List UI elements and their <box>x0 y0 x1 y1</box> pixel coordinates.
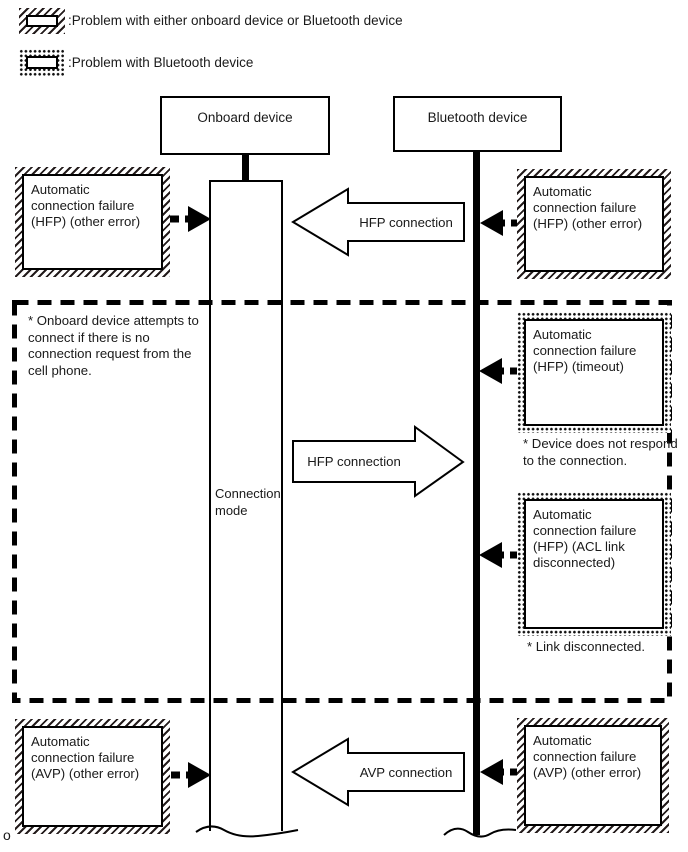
errbox-bluetooth-avp-other-error-text: Automatic connection failure (AVP) (othe… <box>524 725 662 826</box>
errbox-bluetooth-hfp-other-error-text: Automatic connection failure (HFP) (othe… <box>524 176 664 272</box>
legend-swatch-dotted <box>19 49 65 76</box>
fault-arrowhead-onboard-avp <box>188 762 211 788</box>
fault-arrowhead-bluetooth-hfp <box>480 210 503 236</box>
legend-label-dotted: :Problem with Bluetooth device <box>68 55 254 70</box>
bluetooth-lifeline-break-wave <box>443 827 517 838</box>
actor-bluetooth-device: Bluetooth device <box>393 96 562 152</box>
errbox-bluetooth-hfp-acl: Automatic connection failure (HFP) (ACL … <box>517 492 671 636</box>
bluetooth-lifeline <box>473 150 480 835</box>
errbox-bluetooth-avp-other-error: Automatic connection failure (AVP) (othe… <box>517 718 669 833</box>
connection-mode-label: Connection mode <box>215 486 281 518</box>
errbox-onboard-hfp-other-error-text: Automatic connection failure (HFP) (othe… <box>22 174 163 270</box>
fault-arrowhead-onboard-hfp <box>188 206 211 232</box>
note-device-no-response: * Device does not respond to the connect… <box>523 436 678 468</box>
errbox-bluetooth-hfp-acl-text: Automatic connection failure (HFP) (ACL … <box>524 499 664 629</box>
fault-arrowhead-bluetooth-avp <box>480 759 503 785</box>
hfp-top-arrow-label: HFP connection <box>359 214 453 230</box>
onboard-lifeline-stub <box>242 153 249 182</box>
legend-swatch-hatched <box>19 8 65 34</box>
errbox-onboard-hfp-other-error: Automatic connection failure (HFP) (othe… <box>15 167 170 277</box>
errbox-onboard-avp-other-error: Automatic connection failure (AVP) (othe… <box>15 719 170 834</box>
hfp-middle-arrow-label: HFP connection <box>307 454 401 469</box>
errbox-bluetooth-hfp-other-error: Automatic connection failure (HFP) (othe… <box>517 169 671 279</box>
avp-bottom-arrow-label: AVP connection <box>359 764 453 780</box>
errbox-bluetooth-hfp-timeout: Automatic connection failure (HFP) (time… <box>517 312 671 433</box>
errbox-bluetooth-hfp-timeout-text: Automatic connection failure (HFP) (time… <box>524 319 664 426</box>
page-marker: o <box>3 827 11 843</box>
fault-arrowhead-acl <box>479 542 502 568</box>
legend-swatch-dotted-inner <box>26 56 58 69</box>
note-onboard-attempt: * Onboard device attempts to connect if … <box>28 313 199 378</box>
legend-label-hatched: :Problem with either onboard device or B… <box>68 13 403 28</box>
actor-onboard-device: Onboard device <box>160 96 330 155</box>
legend-swatch-hatched-inner <box>26 15 58 27</box>
fault-arrowhead-timeout <box>479 358 502 384</box>
errbox-onboard-avp-other-error-text: Automatic connection failure (AVP) (othe… <box>22 726 163 827</box>
note-link-disconnected: * Link disconnected. <box>527 639 646 654</box>
